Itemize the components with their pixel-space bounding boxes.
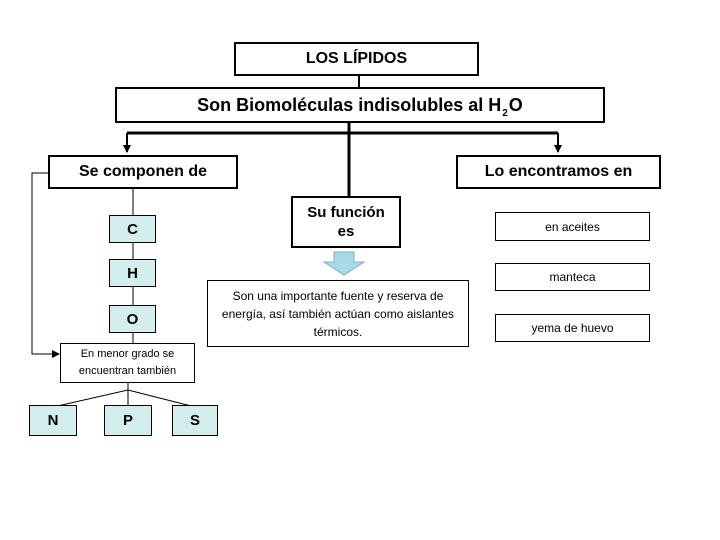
- found-in-header: Lo encontramos en: [456, 155, 661, 189]
- function-header: Su función es: [291, 196, 401, 248]
- element-n: N: [29, 405, 77, 436]
- element-o: O: [109, 305, 156, 333]
- title-text: LOS LÍPIDOS: [305, 50, 408, 67]
- title-box: LOS LÍPIDOS: [234, 42, 479, 76]
- definition-box: Son Biomoléculas indisolubles al H2O: [115, 87, 605, 123]
- composition-header: Se componen de: [48, 155, 238, 189]
- definition-text: Son Biomoléculas indisolubles al H2O: [197, 94, 523, 119]
- down-arrow-icon: [322, 251, 366, 276]
- found-in-item: en aceites: [495, 212, 650, 241]
- minor-elements-label: En menor grado se encuentran también: [60, 343, 195, 383]
- found-in-item: manteca: [495, 263, 650, 291]
- element-s: S: [172, 405, 218, 436]
- found-in-item: yema de huevo: [495, 314, 650, 342]
- function-description: Son una importante fuente y reserva de e…: [207, 280, 469, 347]
- element-c: C: [109, 215, 156, 243]
- element-p: P: [104, 405, 152, 436]
- element-h: H: [109, 259, 156, 287]
